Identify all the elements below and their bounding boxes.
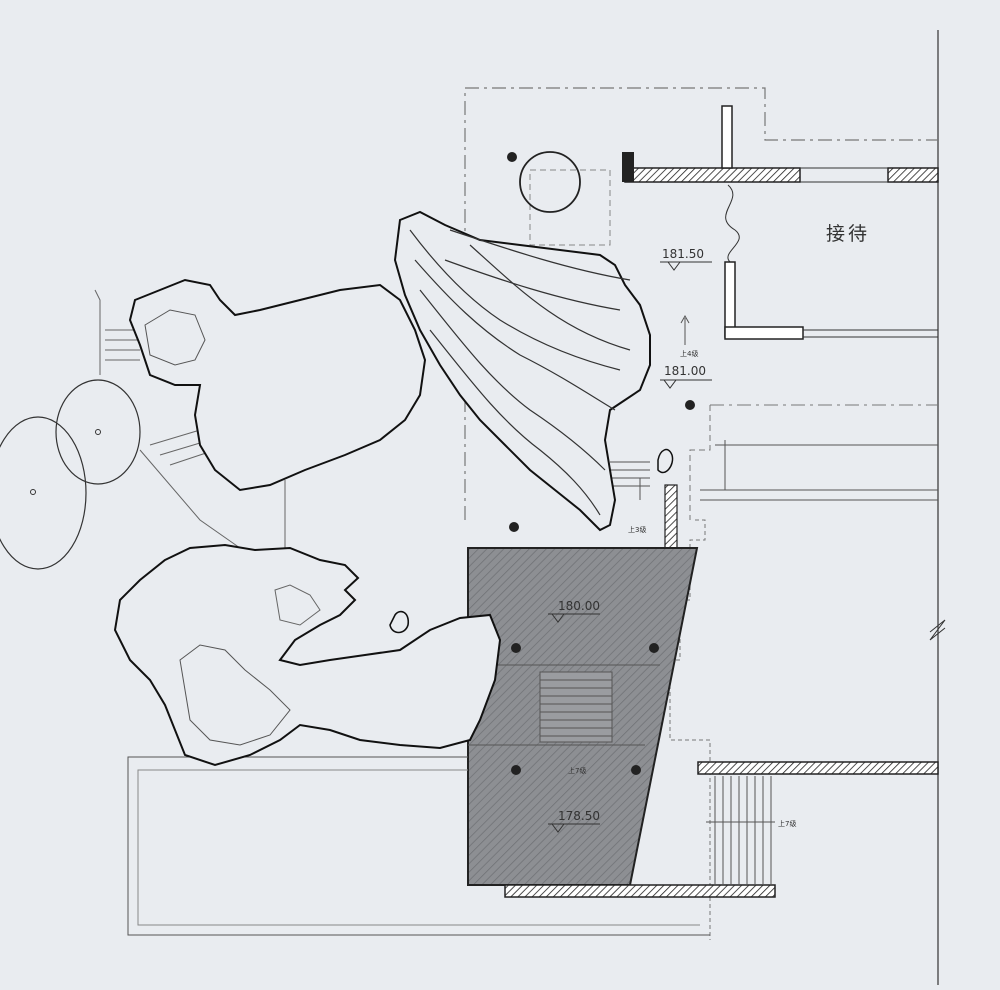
stair-note-1: 上4级 (680, 349, 698, 358)
dashed-planter (529, 169, 611, 246)
level-181-50: 181.50 (662, 247, 704, 261)
rock-upper-left (128, 278, 427, 492)
tree-canopy-top (519, 151, 581, 213)
lower-platform-inner (137, 769, 700, 926)
small-steps (610, 461, 650, 500)
wall-post (622, 152, 634, 182)
wall-top-right (887, 167, 939, 183)
wall-bottom (504, 884, 776, 898)
pebble-small (389, 610, 410, 634)
rock-layered (393, 210, 651, 532)
terrace-lines (700, 440, 938, 501)
stair-note-3: 上7级 (568, 766, 586, 775)
break-mark (929, 619, 946, 641)
level-180-00: 180.00 (558, 599, 600, 613)
dashed-boundary (464, 87, 938, 520)
dashed-steps-edge (689, 405, 711, 520)
lower-right-stairs (706, 776, 775, 885)
wall-top (624, 167, 801, 183)
ramp-stair-treads (539, 671, 613, 743)
lower-platform-outline (127, 756, 710, 936)
rock-lower-left (113, 543, 502, 767)
pebble (657, 448, 674, 474)
rock-strata (409, 229, 631, 516)
level-178-50: 178.50 (558, 809, 600, 823)
wall-lower-horizontal (724, 326, 804, 340)
wall-lower-vertical (724, 261, 736, 338)
stair-note-4: 上7级 (778, 819, 796, 828)
path-lines (94, 289, 286, 549)
wall-stub-top (721, 105, 733, 169)
trees-left (0, 379, 141, 570)
wall-lower-right (697, 761, 939, 775)
stair-note-2: 上3级 (628, 525, 646, 534)
break-line (725, 184, 740, 263)
level-181-00: 181.00 (664, 364, 706, 378)
room-label: 接待 (826, 223, 870, 245)
